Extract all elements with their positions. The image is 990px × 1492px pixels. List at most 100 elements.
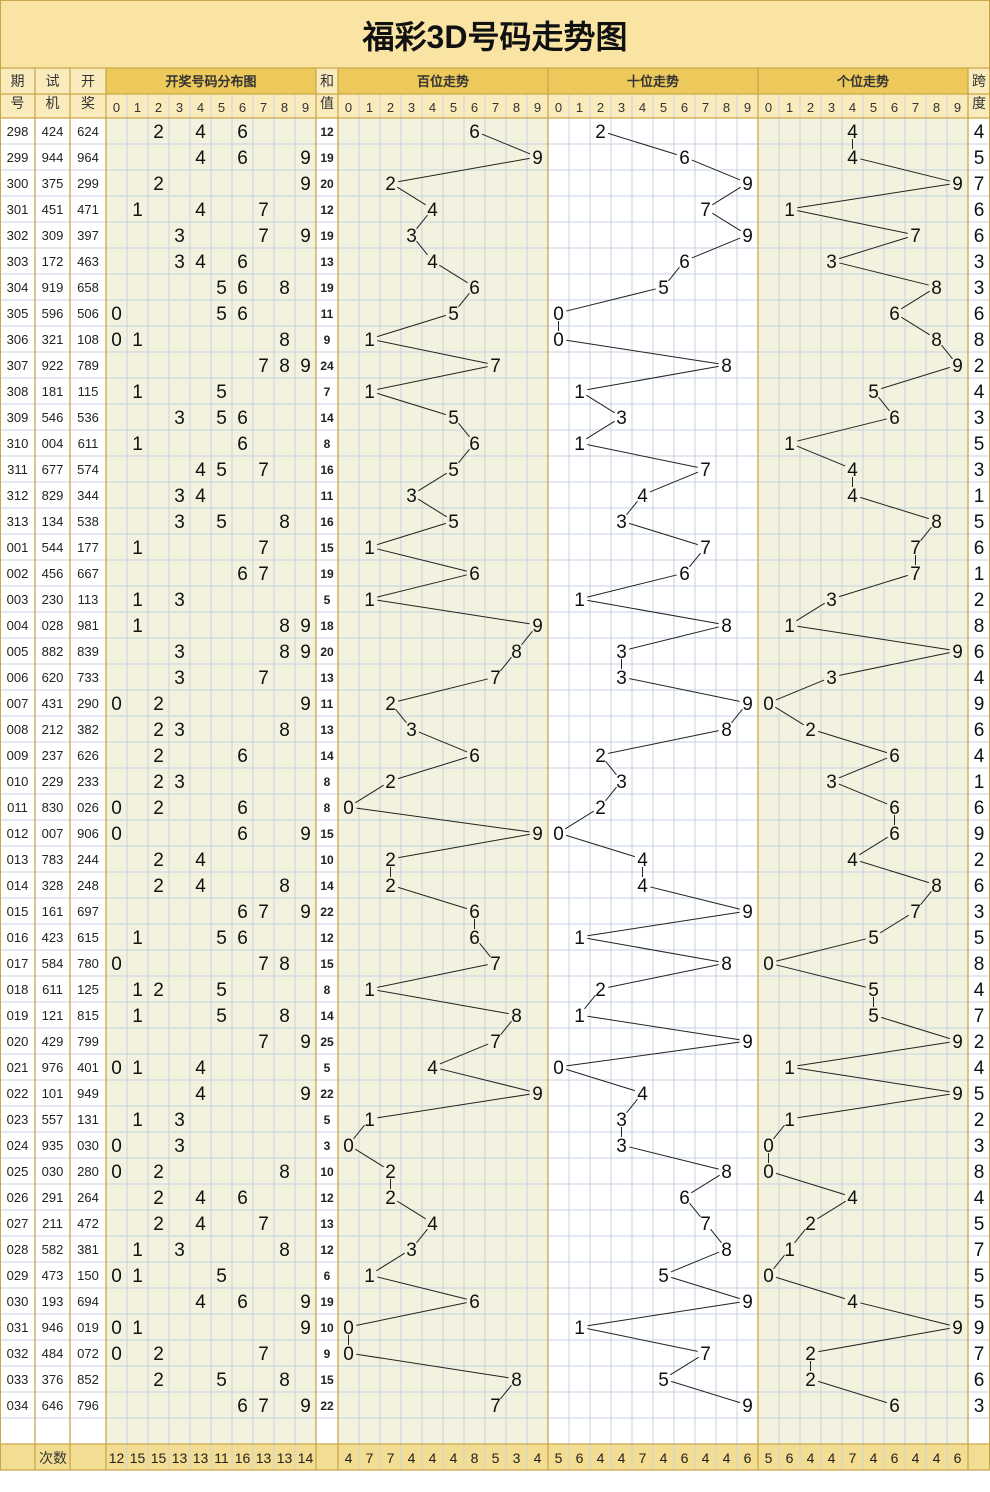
sum-cell: 6 [324,1269,331,1283]
distribution-mark: 5 [216,460,227,481]
tens-trend-point: 3 [616,1136,627,1157]
header-hundreds: 百位走势 [417,74,469,89]
sum-cell: 15 [320,827,334,841]
distribution-mark: 1 [132,330,143,351]
distribution-mark: 9 [300,824,311,845]
tens-trend-segment [565,810,594,830]
test-cell: 935 [42,1138,64,1153]
test-cell: 484 [42,1346,64,1361]
units-trend-point: 9 [952,356,963,377]
span-cell: 3 [974,408,985,429]
footer-count-hund: 5 [492,1450,500,1466]
draw-cell: 949 [77,1086,99,1101]
footer-count-tens: 6 [681,1450,689,1466]
distribution-mark: 8 [279,1370,290,1391]
distribution-mark: 0 [111,1344,122,1365]
draw-cell: 615 [77,930,99,945]
hundreds-trend-point: 1 [364,590,375,611]
issue-cell: 310 [7,436,29,451]
test-cell: 424 [42,124,64,139]
hundreds-trend-point: 4 [427,200,438,221]
issue-cell: 029 [7,1268,29,1283]
units-trend-segment [880,366,951,390]
distribution-mark: 5 [216,1370,227,1391]
draw-cell: 780 [77,956,99,971]
units-trend-point: 6 [889,1396,900,1417]
draw-cell: 964 [77,150,99,165]
hundreds-trend-segment [377,989,509,1015]
sum-cell: 20 [320,645,334,659]
test-cell: 584 [42,956,64,971]
hundreds-trend-point: 6 [469,564,480,585]
test-cell: 007 [42,826,64,841]
units-trend-segment [838,574,909,598]
hundreds-trend-point: 2 [385,876,396,897]
footer-count-hund: 4 [534,1450,542,1466]
tens-trend-segment [565,834,636,858]
tens-trend-point: 0 [553,330,564,351]
hundreds-trend-segment [439,264,468,284]
issue-cell: 011 [7,800,28,815]
test-cell: 451 [42,202,64,217]
hundreds-trend-point: 0 [343,1344,354,1365]
draw-cell: 382 [77,722,99,737]
footer-count-tens: 4 [618,1450,626,1466]
issue-cell: 012 [7,826,29,841]
distribution-mark: 8 [279,954,290,975]
tens-trend-point: 8 [721,356,732,377]
issue-cell: 023 [7,1112,29,1127]
tens-trend-segment [587,1015,740,1041]
draw-cell: 815 [77,1008,99,1023]
hundreds-trend-segment [377,574,467,598]
issue-cell: 021 [7,1060,29,1075]
hundreds-trend-segment [500,656,512,672]
tens-trend-point: 9 [742,226,753,247]
distribution-mark: 0 [111,1266,122,1287]
sum-cell: 25 [320,1035,334,1049]
hundreds-trend-segment [355,784,384,804]
header-draw-line2: 奖 [81,95,95,111]
hundreds-trend-segment [376,314,447,338]
hundreds-trend-segment [416,240,428,256]
issue-cell: 010 [7,774,29,789]
units-trend-point: 9 [952,1032,963,1053]
tens-trend-point: 2 [595,980,606,1001]
distribution-mark: 4 [195,1084,206,1105]
section-label-band-units [758,68,968,94]
tens-trend-point: 3 [616,512,627,533]
span-cell: 6 [974,304,985,325]
distribution-mark: 6 [237,902,248,923]
draw-cell: 626 [77,748,99,763]
draw-cell: 981 [77,618,99,633]
sum-cell: 7 [324,385,331,399]
hundreds-trend-point: 4 [427,252,438,273]
footer-count-tens: 7 [639,1450,647,1466]
tens-trend-point: 3 [616,772,627,793]
draw-cell: 113 [78,592,99,607]
hundreds-trend-point: 1 [364,330,375,351]
footer-count-units: 6 [891,1450,899,1466]
draw-cell: 233 [77,774,99,789]
footer-count-tens: 4 [597,1450,605,1466]
span-cell: 1 [974,772,985,793]
footer-count-dist: 13 [172,1450,188,1466]
span-cell: 6 [974,642,985,663]
tens-trend-point: 6 [679,252,690,273]
span-cell: 9 [974,694,985,715]
span-cell: 2 [974,590,985,611]
span-cell: 5 [974,1266,985,1287]
tens-trend-segment [587,574,677,598]
test-cell: 101 [42,1086,64,1101]
digit-label-tens: 6 [681,100,688,115]
issue-cell: 025 [7,1164,29,1179]
issue-cell: 019 [7,1008,29,1023]
units-trend-segment [773,1124,785,1140]
hundreds-trend-point: 7 [490,1396,501,1417]
issue-cell: 013 [7,852,29,867]
tens-trend-segment [710,1228,722,1244]
header-span-line2: 度 [972,95,986,111]
distribution-mark: 5 [216,1006,227,1027]
span-cell: 9 [974,824,985,845]
distribution-mark: 3 [174,1240,185,1261]
digit-label-tens: 8 [723,100,730,115]
